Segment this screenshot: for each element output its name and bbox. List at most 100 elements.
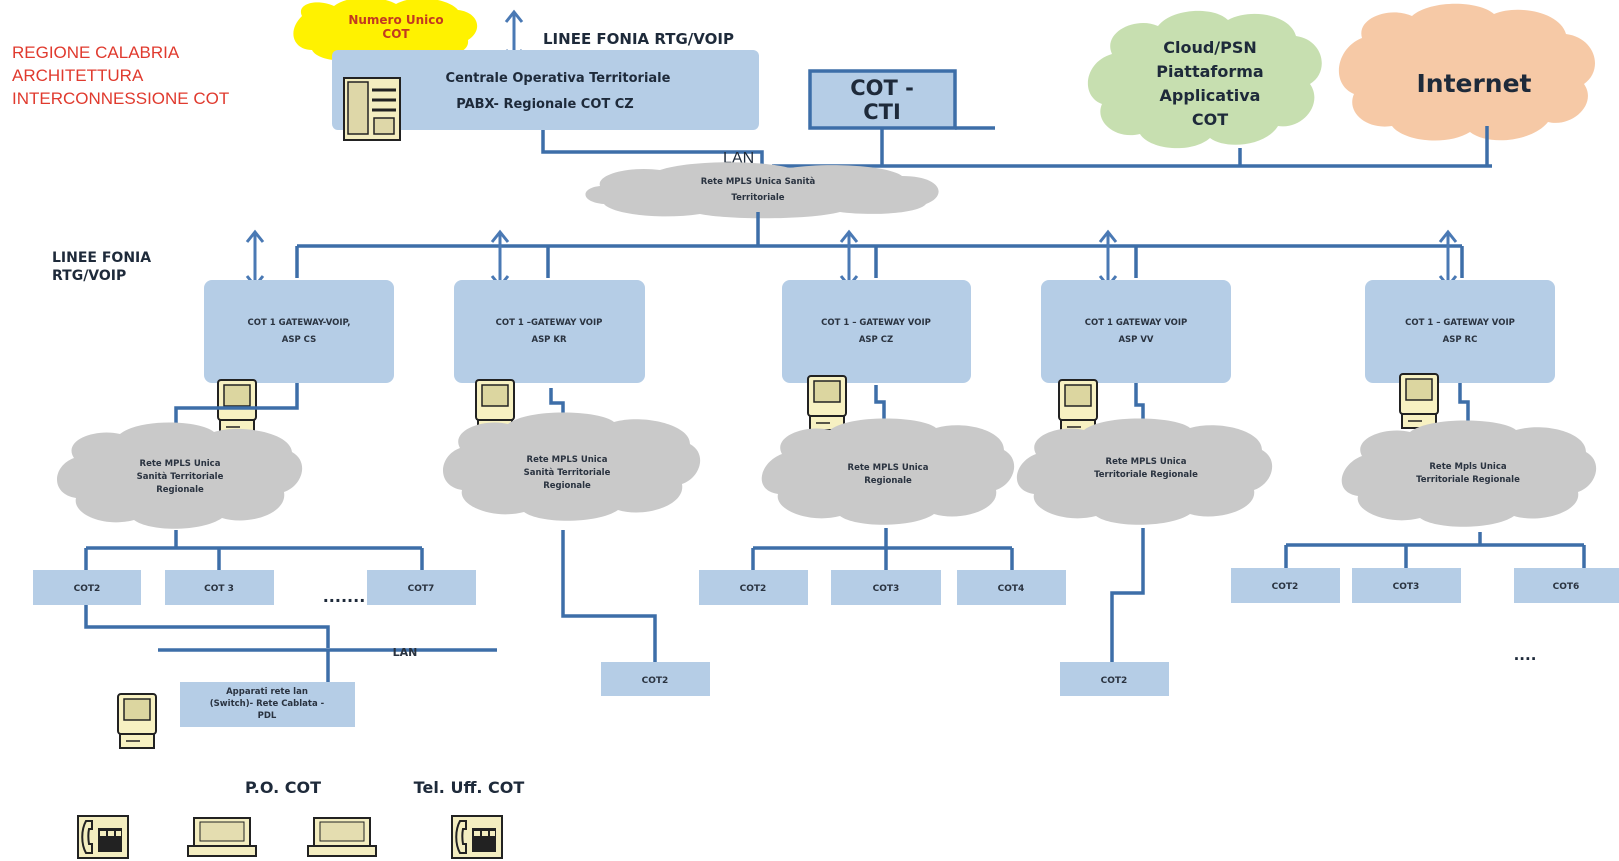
architecture-subtitle: INTERCONNESSIONE COT bbox=[12, 89, 229, 108]
laptop-icon-2 bbox=[307, 817, 377, 857]
mpls-cs-line1: Rete MPLS Unica bbox=[140, 459, 221, 469]
cloud-psn-line2: Piattaforma bbox=[1156, 62, 1263, 81]
mpls-cloud-cz: Rete MPLS Unica Regionale bbox=[761, 418, 1015, 525]
mpls-cz-line2: Regionale bbox=[864, 476, 912, 486]
kr-distribution-line bbox=[561, 530, 657, 662]
cot-box-cs-2 bbox=[367, 570, 476, 605]
po-cot-label: P.O. COT bbox=[245, 778, 321, 797]
gateway-kr-line2: ASP KR bbox=[531, 335, 566, 345]
numero-unico-line2: COT bbox=[382, 27, 410, 41]
gateway-cs-line1: COT 1 GATEWAY-VOIP, bbox=[248, 318, 351, 328]
cot-label-rc-2: COT6 bbox=[1553, 582, 1580, 592]
cot-box-rc-2 bbox=[1514, 568, 1619, 603]
cot-box-cs-0 bbox=[33, 570, 141, 605]
cot-label-cz-2: COT4 bbox=[998, 584, 1025, 594]
mpls-cs-line2: Sanità Territoriale bbox=[137, 472, 224, 482]
gateway-cz-pc-icon bbox=[807, 375, 847, 431]
central-line2: PABX- Regionale COT CZ bbox=[456, 97, 634, 112]
cot-label-cs-0: COT2 bbox=[74, 584, 101, 594]
cot-label-cz-0: COT2 bbox=[740, 584, 767, 594]
tel-uff-cot-label: Tel. Uff. COT bbox=[414, 778, 525, 797]
numero-unico-cloud: Numero Unico COT bbox=[293, 0, 478, 61]
cot-label-rc-1: COT3 bbox=[1393, 582, 1420, 592]
cot-label-cs-1: COT 3 bbox=[204, 584, 234, 594]
rc-distribution-lines bbox=[1284, 532, 1586, 568]
pabx-icon bbox=[342, 76, 402, 142]
gateway-vv-line2: ASP VV bbox=[1118, 335, 1153, 345]
cz-distribution-lines bbox=[751, 528, 1014, 570]
gateway-cs-line2: ASP CS bbox=[282, 335, 316, 345]
cot-box-rc-0 bbox=[1231, 568, 1340, 603]
cloud-psn-line4: COT bbox=[1192, 110, 1228, 129]
apparati-box bbox=[180, 682, 355, 727]
cot-box-cs-1 bbox=[165, 570, 274, 605]
architecture-title: ARCHITETTURA bbox=[12, 66, 144, 85]
mpls-kr-line2: Sanità Territoriale bbox=[524, 468, 611, 478]
internet-label: Internet bbox=[1416, 69, 1531, 98]
gateway-cz-line1: COT 1 – GATEWAY VOIP bbox=[821, 318, 931, 328]
left-voip-label-line2: RTG/VOIP bbox=[52, 268, 126, 284]
mpls-cloud-rc: Rete Mpls Unica Territoriale Regionale bbox=[1341, 420, 1597, 527]
phone-icon-uff bbox=[451, 815, 503, 859]
gateway-rc-line1: COT 1 – GATEWAY VOIP bbox=[1405, 318, 1515, 328]
cloud-psn-line1: Cloud/PSN bbox=[1163, 38, 1257, 57]
cot-cti-line2: CTI bbox=[863, 100, 901, 124]
mpls-cs-line3: Regionale bbox=[156, 485, 204, 495]
apparati-line1: Apparati rete lan bbox=[226, 687, 308, 697]
cot-box-cz-1 bbox=[831, 570, 941, 605]
cot-label-kr-0: COT2 bbox=[642, 676, 669, 686]
central-line1: Centrale Operativa Territoriale bbox=[446, 71, 671, 86]
gateway-vv: COT 1 GATEWAY VOIP ASP VV bbox=[1041, 280, 1231, 383]
region-title: REGIONE CALABRIA bbox=[12, 43, 180, 62]
mpls-cloud-vv: Rete MPLS Unica Territoriale Regionale bbox=[1016, 418, 1273, 525]
gateway-voip-arrows bbox=[245, 229, 1458, 289]
central-operativa-box bbox=[332, 50, 759, 130]
gateway-kr: COT 1 –GATEWAY VOIP ASP KR bbox=[454, 280, 645, 383]
cot-label-vv-0: COT2 bbox=[1101, 676, 1128, 686]
main-bus bbox=[295, 212, 1464, 278]
mpls-cz-line1: Rete MPLS Unica bbox=[848, 463, 929, 473]
numero-unico-line1: Numero Unico bbox=[348, 13, 443, 27]
gateway-rc-line2: ASP RC bbox=[1443, 335, 1478, 345]
gateway-vv-line1: COT 1 GATEWAY VOIP bbox=[1085, 318, 1188, 328]
cot-cti-line1: COT - bbox=[850, 76, 914, 100]
cot-label-rc-0: COT2 bbox=[1272, 582, 1299, 592]
gateway-rc: COT 1 – GATEWAY VOIP ASP RC bbox=[1365, 280, 1555, 383]
gateway-cz: COT 1 – GATEWAY VOIP ASP CZ bbox=[782, 280, 971, 383]
mpls-vv-line1: Rete MPLS Unica bbox=[1106, 457, 1187, 467]
gateway-rc-pc-icon bbox=[1399, 373, 1439, 429]
cloud-psn-line3: Applicativa bbox=[1160, 86, 1261, 105]
apparati-line2: (Switch)- Rete Cablata - bbox=[210, 699, 325, 709]
cs-ellipsis: ....... bbox=[323, 587, 366, 606]
cot-label-cz-1: COT3 bbox=[873, 584, 900, 594]
phone-icon-po bbox=[77, 815, 129, 859]
cot-box-cz-0 bbox=[699, 570, 808, 605]
mpls-central-line1: Rete MPLS Unica Sanità bbox=[701, 177, 816, 187]
mpls-kr-line3: Regionale bbox=[543, 481, 591, 491]
mpls-cloud-kr: Rete MPLS Unica Sanità Territoriale Regi… bbox=[443, 412, 701, 521]
lan-pc-icon bbox=[117, 693, 157, 749]
top-lan-lines bbox=[541, 126, 1492, 168]
bottom-lan-label: LAN bbox=[393, 646, 418, 659]
mpls-rc-line1: Rete Mpls Unica bbox=[1429, 462, 1506, 472]
cot-label-cs-2: COT7 bbox=[408, 584, 435, 594]
cot-box-rc-1 bbox=[1352, 568, 1461, 603]
cot-box-cz-2 bbox=[957, 570, 1066, 605]
rc-ellipsis: .... bbox=[1514, 646, 1537, 664]
gateway-kr-line1: COT 1 –GATEWAY VOIP bbox=[496, 318, 603, 328]
mpls-vv-line2: Territoriale Regionale bbox=[1094, 470, 1198, 480]
gateway-cz-line2: ASP CZ bbox=[859, 335, 893, 345]
cot-box-kr-0 bbox=[601, 662, 710, 696]
cs-distribution-lines bbox=[84, 530, 497, 682]
mpls-central-cloud: Rete MPLS Unica Sanità Territoriale bbox=[585, 162, 939, 219]
internet-cloud: Internet bbox=[1338, 3, 1596, 141]
apparati-line3: PDL bbox=[258, 711, 277, 721]
top-voip-label: LINEE FONIA RTG/VOIP bbox=[543, 30, 734, 48]
laptop-icon-1 bbox=[187, 817, 257, 857]
mpls-central-line2: Territoriale bbox=[731, 193, 784, 203]
gateway-cs: COT 1 GATEWAY-VOIP, ASP CS bbox=[204, 280, 394, 383]
mpls-rc-line2: Territoriale Regionale bbox=[1416, 475, 1520, 485]
mpls-cloud-cs: Rete MPLS Unica Sanità Territoriale Regi… bbox=[57, 422, 303, 529]
cot-box-vv-0 bbox=[1060, 662, 1169, 696]
